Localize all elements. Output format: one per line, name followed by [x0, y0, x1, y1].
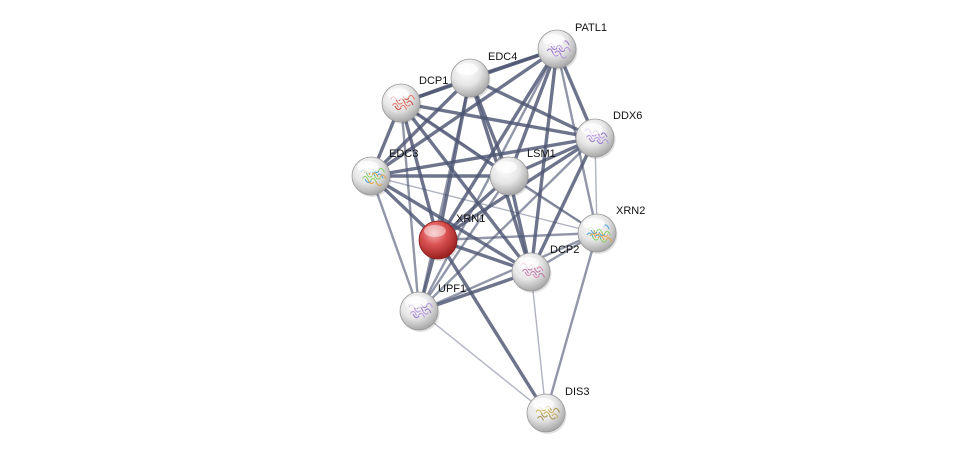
protein-structure-icon [522, 266, 546, 278]
edge-dcp1-upf1[interactable] [399, 101, 421, 313]
node-label-dis3: DIS3 [565, 386, 589, 398]
edge-dcp2-upf1[interactable] [417, 270, 533, 313]
node-edc3[interactable]: EDC3 [351, 148, 418, 197]
gloss-highlight [532, 398, 554, 410]
protein-structure-icon [362, 167, 386, 183]
edge-xrn2-dis3[interactable] [544, 231, 599, 415]
protein-structure-icon [392, 94, 416, 110]
edge-patl1-lsm1[interactable] [507, 47, 559, 178]
node-dcp2[interactable]: DCP2 [511, 244, 579, 293]
node-dis3[interactable]: DIS3 [526, 386, 589, 434]
gloss-highlight [581, 123, 603, 135]
node-lsm1[interactable]: LSM1 [489, 148, 556, 197]
protein-structure-icon [410, 302, 434, 318]
gloss-highlight [357, 161, 379, 173]
edge-ddx6-dcp2[interactable] [529, 136, 597, 274]
gloss-highlight [583, 218, 605, 230]
node-label-edc3: EDC3 [389, 148, 418, 160]
node-xrn2[interactable]: XRN2 [577, 205, 645, 254]
edge-ddx6-edc3[interactable] [369, 136, 597, 178]
edge-edc4-edc3[interactable] [369, 76, 472, 178]
edge-lsm1-upf1[interactable] [417, 174, 511, 313]
edge-ddx6-upf1[interactable] [417, 136, 597, 313]
node-edc4[interactable]: EDC4 [450, 51, 517, 99]
node-xrn1[interactable]: XRN1 [418, 213, 485, 261]
edge-edc3-dcp2[interactable] [369, 174, 533, 274]
edge-xrn2-upf1[interactable] [417, 231, 599, 313]
gloss-highlight [495, 161, 517, 173]
gloss-highlight [517, 257, 539, 269]
protein-structure-icon [589, 230, 613, 243]
protein-structure-icon [586, 132, 610, 144]
edge-xrn1-dcp1[interactable] [399, 101, 440, 242]
node-dcp1[interactable]: DCP1 [381, 75, 448, 124]
edge-edc3-xrn2[interactable] [370, 175, 598, 234]
edge-dcp1-dcp2[interactable] [399, 101, 533, 274]
edge-edc4-upf1[interactable] [417, 76, 472, 313]
node-label-edc4: EDC4 [488, 51, 517, 63]
query-protein-bubble [418, 220, 458, 260]
node-upf1[interactable]: UPF1 [399, 283, 466, 332]
gloss-highlight [405, 296, 427, 308]
gloss-highlight [543, 34, 565, 46]
edge-dcp1-lsm1[interactable] [399, 101, 511, 178]
node-label-lsm1: LSM1 [527, 148, 556, 160]
node-label-upf1: UPF1 [438, 283, 466, 295]
node-label-dcp2: DCP2 [550, 244, 579, 256]
node-label-xrn1: XRN1 [456, 213, 485, 225]
edge-patl1-edc3[interactable] [369, 47, 559, 178]
protein-structure-icon [535, 406, 559, 419]
edge-patl1-upf1[interactable] [417, 47, 559, 313]
edge-xrn1-dis3[interactable] [436, 238, 548, 415]
edge-upf1-dis3[interactable] [418, 310, 547, 414]
protein-structure-icon [546, 40, 570, 56]
node-ddx6[interactable]: DDX6 [575, 110, 642, 159]
gloss-highlight [387, 88, 409, 100]
edge-dcp1-ddx6[interactable] [399, 101, 597, 140]
gloss-highlight [456, 63, 478, 75]
node-label-xrn2: XRN2 [616, 205, 645, 217]
node-label-patl1: PATL1 [575, 22, 607, 34]
edge-edc3-upf1[interactable] [369, 174, 421, 313]
edge-xrn1-xrn2[interactable] [436, 231, 599, 242]
gloss-highlight [424, 225, 446, 237]
node-label-ddx6: DDX6 [613, 110, 642, 122]
node-label-dcp1: DCP1 [419, 75, 448, 87]
node-patl1[interactable]: PATL1 [537, 22, 607, 70]
edge-dcp2-dis3[interactable] [530, 271, 547, 414]
